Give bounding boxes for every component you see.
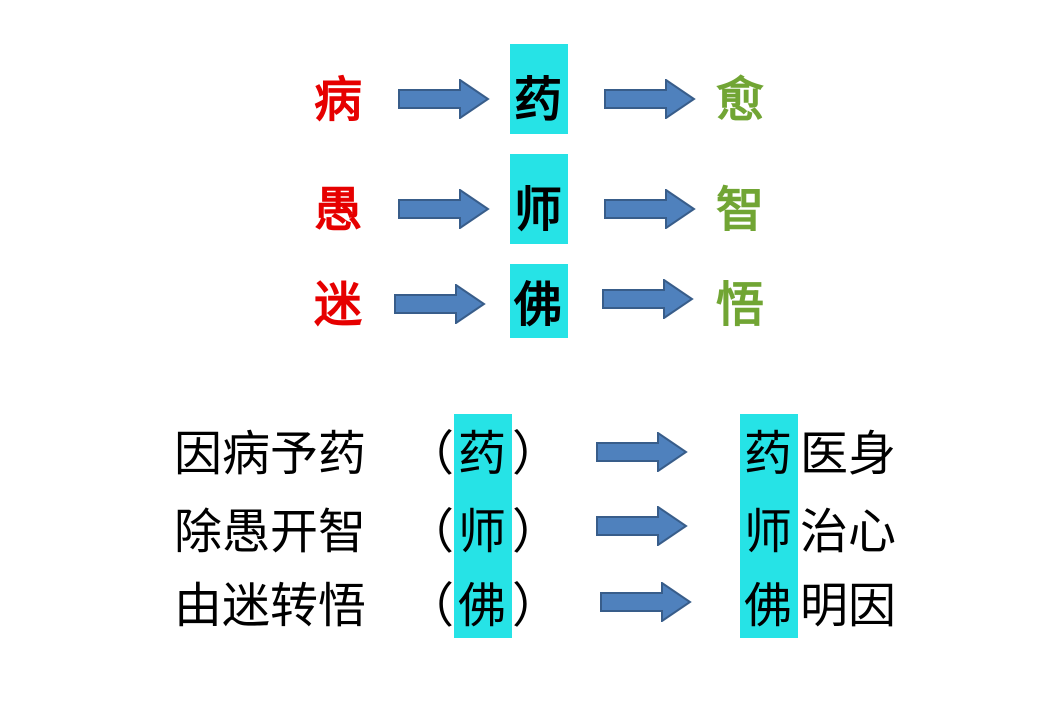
arrow-icon — [602, 279, 694, 319]
bottom-agent-right-1: 药 — [744, 426, 793, 482]
agent-highlight-top-1 — [510, 44, 568, 134]
bottom-agent-right-2: 师 — [744, 504, 793, 560]
arrow-icon — [600, 582, 692, 622]
agent-char-1: 药 — [514, 72, 563, 128]
arrow-icon — [596, 432, 688, 472]
arrow-icon — [394, 284, 486, 324]
agent-highlight-top-2 — [510, 154, 568, 244]
result-char-3: 悟 — [716, 277, 765, 333]
arrow-icon — [604, 189, 696, 229]
effect-3: 明因 — [800, 578, 897, 634]
phrase-2: 除愚开智 — [174, 504, 367, 560]
problem-char-1: 病 — [314, 72, 363, 128]
agent-highlight-top-3 — [510, 264, 568, 338]
agent-highlight-left-column — [454, 414, 512, 638]
agent-char-2: 师 — [514, 182, 563, 238]
arrow-icon — [398, 79, 490, 119]
effect-1: 医身 — [800, 426, 897, 482]
phrase-1: 因病予药 — [174, 426, 367, 482]
effect-2: 治心 — [800, 504, 897, 560]
close-paren-3: ） — [512, 578, 561, 634]
problem-char-2: 愚 — [314, 182, 363, 238]
bottom-agent-3: 佛 — [458, 578, 507, 634]
agent-highlight-right-column — [740, 414, 798, 638]
bottom-agent-1: 药 — [458, 426, 507, 482]
open-paren-1: （ — [406, 426, 455, 482]
close-paren-1: ） — [512, 426, 561, 482]
arrow-icon — [398, 189, 490, 229]
bottom-agent-right-3: 佛 — [744, 578, 793, 634]
bottom-agent-2: 师 — [458, 504, 507, 560]
problem-char-3: 迷 — [314, 277, 363, 333]
open-paren-3: （ — [406, 578, 455, 634]
arrow-icon — [596, 506, 688, 546]
arrow-icon — [604, 79, 696, 119]
open-paren-2: （ — [406, 504, 455, 560]
close-paren-2: ） — [512, 504, 561, 560]
result-char-1: 愈 — [716, 72, 765, 128]
result-char-2: 智 — [716, 182, 765, 238]
agent-char-3: 佛 — [514, 277, 563, 333]
phrase-3: 由迷转悟 — [174, 578, 367, 634]
